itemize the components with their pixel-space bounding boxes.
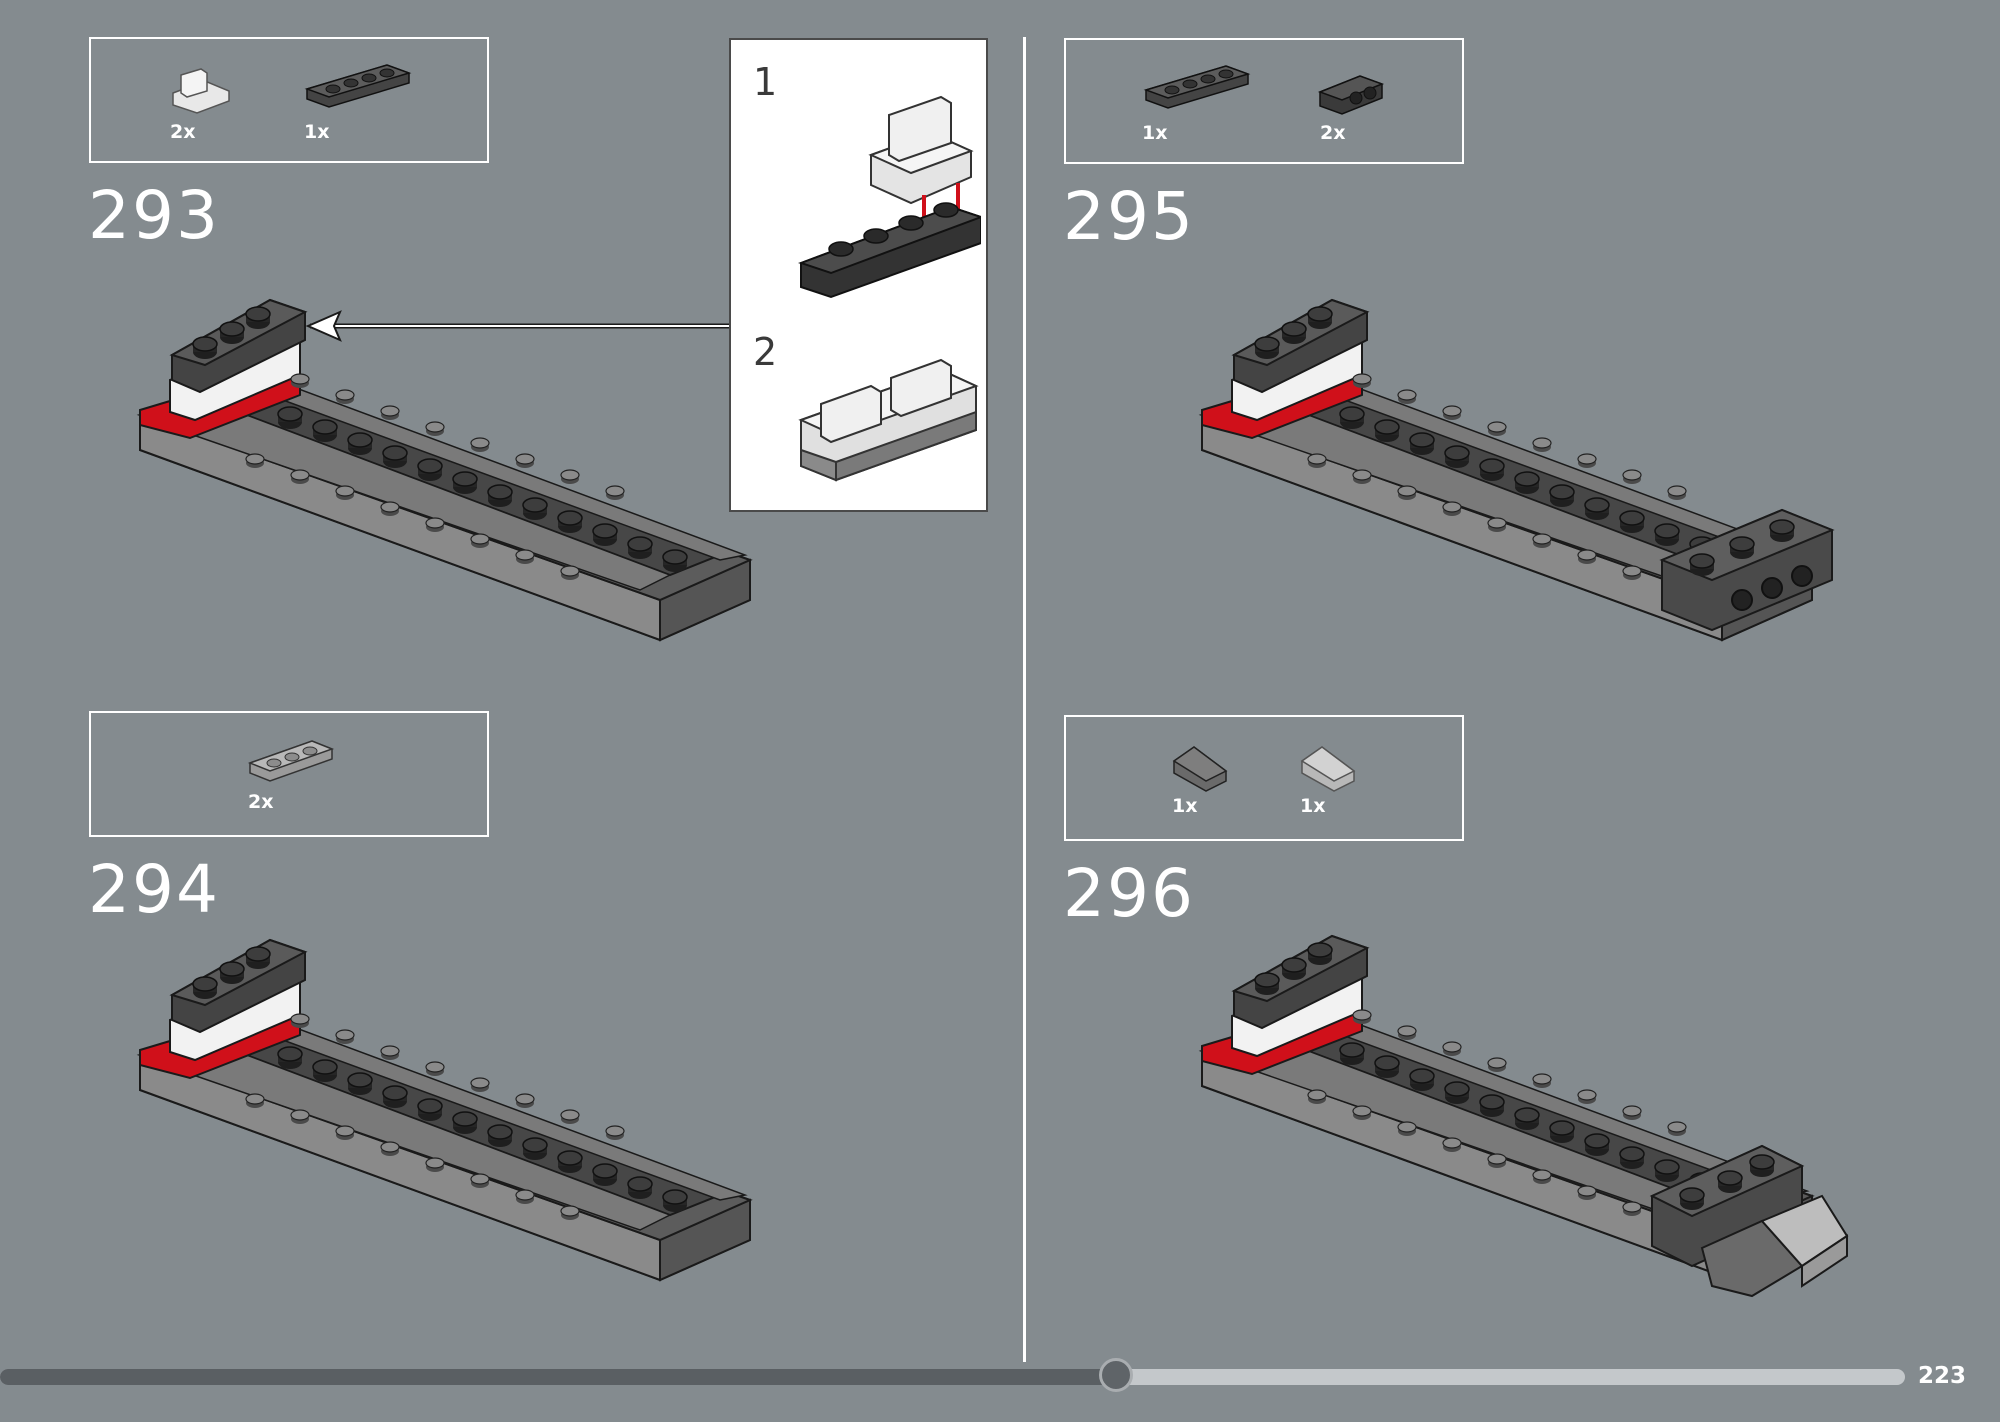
- page-divider: [1023, 37, 1026, 1362]
- page-progress-fill: [0, 1369, 1116, 1385]
- qty-label: 2x: [1320, 122, 1346, 144]
- parts-box-step-294: 2x: [89, 711, 489, 837]
- qty-label: 1x: [1172, 795, 1198, 817]
- qty-label: 1x: [1142, 122, 1168, 144]
- substep-number: 2: [753, 330, 778, 374]
- assembly-model-step-295: [1062, 0, 1835, 700]
- substep-1-diagram: [797, 95, 981, 299]
- page-number: 223: [1918, 1363, 1967, 1389]
- parts-box-step-293: 2x 1x: [89, 37, 489, 163]
- page-progress-track[interactable]: [0, 1369, 1905, 1385]
- step-number: 293: [88, 177, 220, 254]
- assembly-model-step-296: [1062, 636, 1849, 1298]
- light-plate-1x3-icon: [247, 740, 335, 782]
- parts-box-step-295: 1x 2x: [1064, 38, 1464, 164]
- dark-plate-1x4-icon: [1143, 65, 1251, 109]
- step-number: 295: [1063, 178, 1195, 255]
- substep-callout: 1 2: [729, 38, 988, 512]
- step-number: 296: [1063, 855, 1195, 932]
- step-number: 294: [88, 851, 220, 928]
- substep-2-diagram: [798, 358, 979, 482]
- assembly-model-step-293: [0, 0, 1000, 700]
- bracket-side-studs-icon: [1317, 75, 1385, 115]
- parts-box-step-296: 1x 1x: [1064, 715, 1464, 841]
- assembly-model-step-294: [0, 640, 1000, 1340]
- qty-label: 1x: [304, 121, 330, 143]
- light-slope-icon: [1300, 746, 1356, 792]
- qty-label: 2x: [248, 791, 274, 813]
- white-bracket-icon: [172, 68, 230, 114]
- dark-plate-1x4-icon: [304, 64, 412, 108]
- substep-number: 1: [753, 60, 778, 104]
- qty-label: 2x: [170, 121, 196, 143]
- dark-slope-icon: [1172, 746, 1228, 792]
- progress-slider-handle[interactable]: [1099, 1358, 1133, 1392]
- qty-label: 1x: [1300, 795, 1326, 817]
